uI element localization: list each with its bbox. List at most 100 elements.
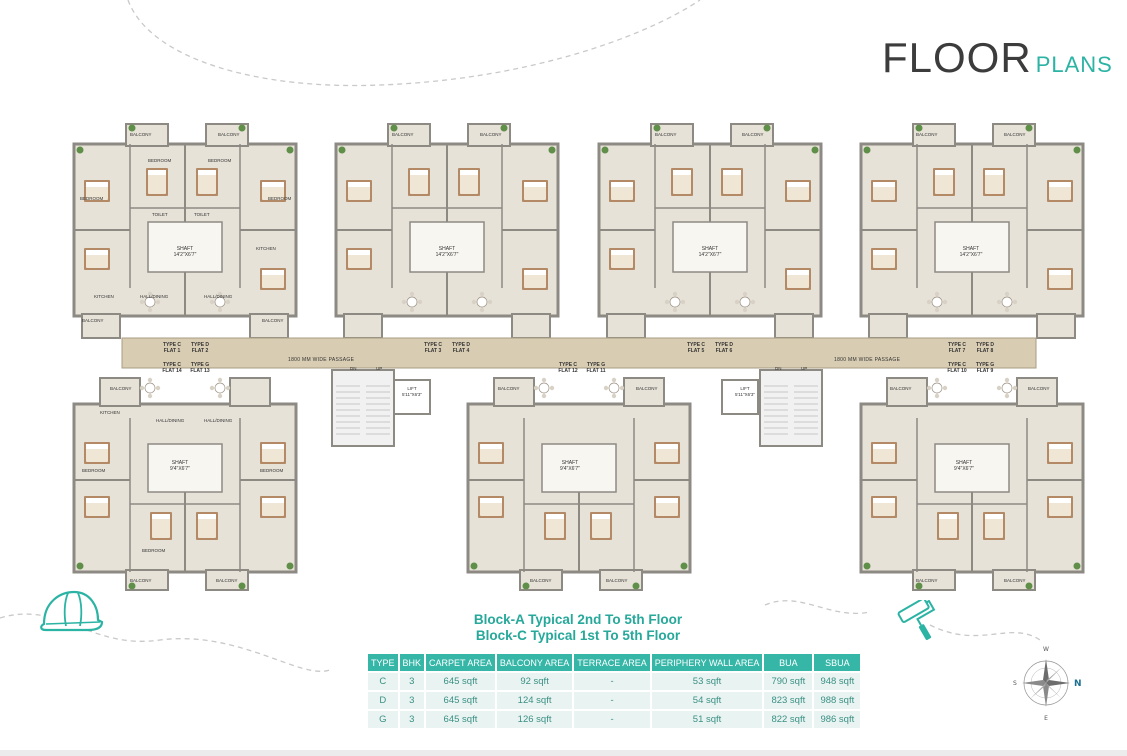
chair-icon: [479, 307, 485, 313]
balcony-shape: [81, 313, 121, 339]
compass-n: N: [1074, 679, 1082, 689]
bed-icon: [524, 270, 546, 275]
dining-table-icon: [476, 296, 488, 308]
chair-icon: [417, 299, 423, 305]
chair-icon: [533, 385, 539, 391]
bed-icon: [985, 514, 1003, 538]
bed-icon: [86, 444, 108, 449]
bed-icon: [262, 182, 284, 187]
plant-icon: [128, 124, 136, 132]
room-label-kitchen: KITCHEN: [94, 294, 114, 299]
chair-icon: [603, 385, 609, 391]
chair-icon: [934, 291, 940, 297]
table-header: PERIPHERY WALL AREA: [651, 654, 763, 671]
dining-table-icon: [931, 382, 943, 394]
table-cell: 3: [399, 711, 425, 728]
table-header: BALCONY AREA: [496, 654, 573, 671]
hard-hat-icon: [40, 590, 104, 632]
balcony-shape: [992, 123, 1036, 147]
stair-down-label: DN: [775, 366, 782, 371]
table-cell: 988 sqft: [814, 692, 861, 709]
bed-icon: [148, 170, 166, 175]
room-label-bedroom: BEDROOM: [208, 158, 232, 163]
chair-icon: [926, 299, 932, 305]
bed-icon: [873, 498, 895, 503]
bed-icon: [262, 270, 284, 275]
balcony-shape: [125, 569, 169, 591]
plant-icon: [863, 146, 871, 154]
bed-icon: [152, 514, 170, 519]
chair-icon: [672, 291, 678, 297]
bed-icon: [611, 250, 633, 255]
chair-icon: [742, 307, 748, 313]
plant-icon: [601, 146, 609, 154]
chair-icon: [1004, 307, 1010, 313]
table-header-row: TYPE BHK CARPET AREA BALCONY AREA TERRAC…: [368, 654, 861, 671]
dining-table-icon: [931, 296, 943, 308]
table-cell: 92 sqft: [496, 673, 573, 690]
room-label-balcony: BALCONY: [916, 578, 938, 583]
chair-icon: [217, 377, 223, 383]
plant-icon: [286, 562, 294, 570]
room-label-balcony: BALCONY: [216, 578, 238, 583]
floor-plan-drawing: [72, 123, 1085, 591]
balcony-shape: [519, 569, 563, 591]
bed-icon: [723, 170, 741, 175]
chair-icon: [611, 393, 617, 399]
title-main: FLOOR: [882, 34, 1032, 81]
bed-icon: [348, 250, 370, 255]
chair-icon: [401, 299, 407, 305]
bed-icon: [410, 170, 428, 194]
table-cell: 790 sqft: [764, 673, 813, 690]
plant-icon: [390, 124, 398, 132]
bed-icon: [262, 444, 284, 449]
dining-table-icon: [669, 296, 681, 308]
balcony-shape: [774, 313, 814, 339]
bed-icon: [939, 514, 957, 538]
room-label-balcony: BALCONY: [110, 386, 132, 391]
plant-icon: [915, 582, 923, 590]
bed-icon: [262, 498, 284, 503]
chair-icon: [926, 385, 932, 391]
bed-icon: [673, 170, 691, 194]
balcony-shape: [623, 377, 665, 407]
chair-icon: [734, 299, 740, 305]
room-label-hall: HALL/DINING: [204, 294, 233, 299]
bed-icon: [546, 514, 564, 538]
dining-table-icon: [739, 296, 751, 308]
chair-icon: [409, 291, 415, 297]
bed-icon: [460, 170, 478, 175]
balcony-shape: [868, 313, 908, 339]
compass-s: S: [1013, 680, 1017, 687]
table-cell: 948 sqft: [814, 673, 861, 690]
room-label-kitchen: KITCHEN: [100, 410, 120, 415]
table-header: BUA: [764, 654, 813, 671]
room-label-hall: HALL/DINING: [140, 294, 169, 299]
chair-icon: [217, 291, 223, 297]
balcony-shape: [730, 123, 774, 147]
balcony-shape: [229, 377, 271, 407]
compass-w: W: [1043, 646, 1049, 653]
chair-icon: [471, 299, 477, 305]
chair-icon: [155, 299, 161, 305]
chair-icon: [1012, 385, 1018, 391]
compass-rose-icon: W E S N: [1013, 646, 1082, 722]
bed-icon: [935, 170, 953, 175]
plant-icon: [500, 124, 508, 132]
chair-icon: [680, 299, 686, 305]
bed-icon: [873, 444, 895, 449]
chair-icon: [147, 291, 153, 297]
stair-up-label: UP: [801, 366, 808, 371]
table-header: SBUA: [814, 654, 861, 671]
room-label-bedroom: BEDROOM: [260, 468, 284, 473]
bed-icon: [656, 498, 678, 503]
bed-icon: [460, 170, 478, 194]
room-label-balcony: BALCONY: [1004, 578, 1026, 583]
bed-icon: [480, 498, 502, 503]
